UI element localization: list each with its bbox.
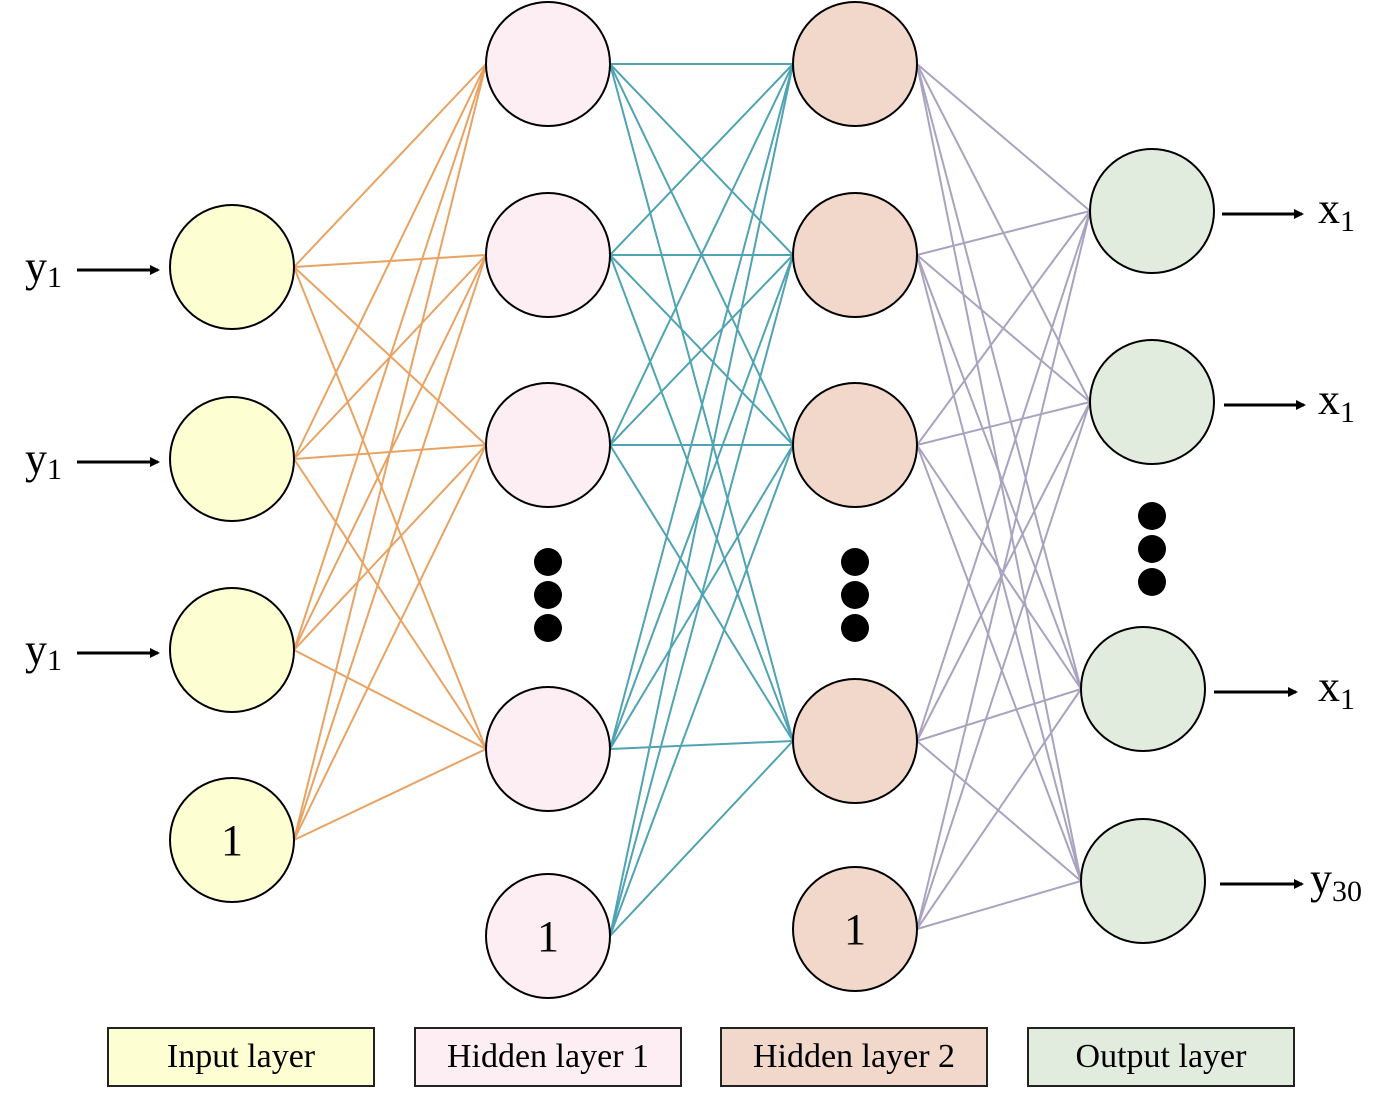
legend-hidden-layer-1: Hidden layer 1	[414, 1027, 682, 1087]
input-node-3	[169, 587, 295, 713]
edge-hidden1-4-to-hidden2-0	[609, 63, 794, 937]
hidden1-bias-label: 1	[537, 912, 559, 961]
edge-input-3-to-hidden1-2	[293, 444, 487, 841]
hidden1-ellipsis-dot-2	[534, 581, 562, 609]
input-label-3: y1	[25, 625, 62, 677]
edge-hidden2-4-to-output-2	[916, 688, 1082, 930]
output-node-3	[1080, 626, 1206, 752]
input-label-1: y1	[25, 242, 62, 294]
neural-network-diagram: 1 1 1 y1 y1 y1 x1 x1 x1 y30	[25, 1, 1362, 999]
output-node-1	[1089, 148, 1215, 274]
output-ellipsis-dot-2	[1138, 535, 1166, 563]
edge-hidden1-2-to-hidden2-1	[609, 254, 794, 446]
legend-label: Hidden layer 2	[752, 1038, 956, 1075]
edge-hidden2-2-to-output-0	[916, 210, 1091, 446]
edge-hidden2-1-to-output-2	[916, 254, 1082, 690]
hidden1-ellipsis-dot-1	[534, 548, 562, 576]
edge-input-3-to-hidden1-1	[293, 254, 487, 841]
legend-label: Hidden layer 1	[446, 1038, 650, 1075]
hidden2-ellipsis-dot-1	[841, 548, 869, 576]
input-bias-node	[169, 777, 295, 903]
hidden2-node-2	[792, 192, 918, 318]
hidden2-node-1	[792, 1, 918, 127]
edge-hidden1-1-to-hidden2-0	[609, 63, 794, 256]
edge-hidden1-4-to-hidden2-1	[609, 254, 794, 937]
hidden1-node-1	[485, 1, 611, 127]
edge-hidden2-0-to-output-2	[916, 63, 1082, 690]
output-node-2	[1089, 339, 1215, 465]
output-label-2: x1	[1318, 375, 1355, 429]
edge-hidden1-4-to-hidden2-2	[609, 444, 794, 937]
edge-hidden2-1-to-output-0	[916, 210, 1091, 256]
edge-input-0-to-hidden1-0	[293, 63, 487, 268]
input-node-1	[169, 204, 295, 330]
edge-input-3-to-hidden1-0	[293, 63, 487, 841]
hidden1-node-2	[485, 192, 611, 318]
connections	[293, 63, 1091, 937]
output-ellipsis-dot-3	[1138, 568, 1166, 596]
legend-hidden-layer-2: Hidden layer 2	[720, 1027, 988, 1087]
input-node-2	[169, 396, 295, 522]
neurons: 1 1 1	[169, 1, 1215, 999]
edge-hidden1-3-to-hidden2-3	[609, 740, 794, 750]
output-label-4: y30	[1310, 854, 1362, 908]
edge-hidden2-4-to-output-0	[916, 210, 1091, 930]
hidden2-ellipsis-dot-2	[841, 581, 869, 609]
edge-hidden2-2-to-output-2	[916, 444, 1082, 690]
edge-hidden1-4-to-hidden2-3	[609, 740, 794, 937]
edge-hidden2-3-to-output-3	[916, 740, 1082, 882]
legend-output-layer: Output layer	[1027, 1027, 1295, 1087]
hidden2-node-3	[792, 382, 918, 508]
edge-hidden1-3-to-hidden2-0	[609, 63, 794, 750]
input-label-2: y1	[25, 434, 62, 486]
edge-hidden2-2-to-output-1	[916, 401, 1091, 446]
output-label-1: x1	[1318, 184, 1355, 238]
input-bias-label: 1	[221, 816, 243, 865]
hidden2-bias-node	[792, 866, 918, 992]
edge-input-3-to-hidden1-3	[293, 748, 487, 841]
edge-hidden2-2-to-output-3	[916, 444, 1082, 882]
legend-label: Output layer	[1075, 1038, 1247, 1075]
output-ellipsis-dot-1	[1138, 502, 1166, 530]
edge-input-0-to-hidden1-3	[293, 266, 487, 750]
edge-hidden2-0-to-output-0	[916, 63, 1091, 212]
edge-hidden2-3-to-output-2	[916, 688, 1082, 742]
edge-hidden2-4-to-output-3	[916, 880, 1082, 930]
hidden1-bias-node	[485, 873, 611, 999]
edge-hidden2-3-to-output-0	[916, 210, 1091, 742]
hidden1-node-3	[485, 382, 611, 508]
io-labels: y1 y1 y1 x1 x1 x1 y30	[25, 184, 1362, 908]
edge-hidden1-2-to-hidden2-0	[609, 63, 794, 446]
edge-hidden2-4-to-output-1	[916, 401, 1091, 930]
edge-input-1-to-hidden1-3	[293, 458, 487, 750]
legend-input-layer: Input layer	[107, 1027, 375, 1087]
ellipsis-dots	[534, 502, 1166, 642]
output-label-3: x1	[1318, 662, 1355, 716]
edge-input-2-to-hidden1-3	[293, 649, 487, 750]
output-node-4	[1080, 818, 1206, 944]
edge-input-1-to-hidden1-0	[293, 63, 487, 460]
hidden2-ellipsis-dot-3	[841, 614, 869, 642]
legend-label: Input layer	[166, 1038, 316, 1075]
hidden2-bias-label: 1	[844, 905, 866, 954]
hidden2-node-4	[792, 678, 918, 804]
edge-input-2-to-hidden1-0	[293, 63, 487, 651]
hidden1-node-4	[485, 686, 611, 812]
hidden1-ellipsis-dot-3	[534, 614, 562, 642]
edge-hidden1-0-to-hidden2-3	[609, 63, 794, 742]
